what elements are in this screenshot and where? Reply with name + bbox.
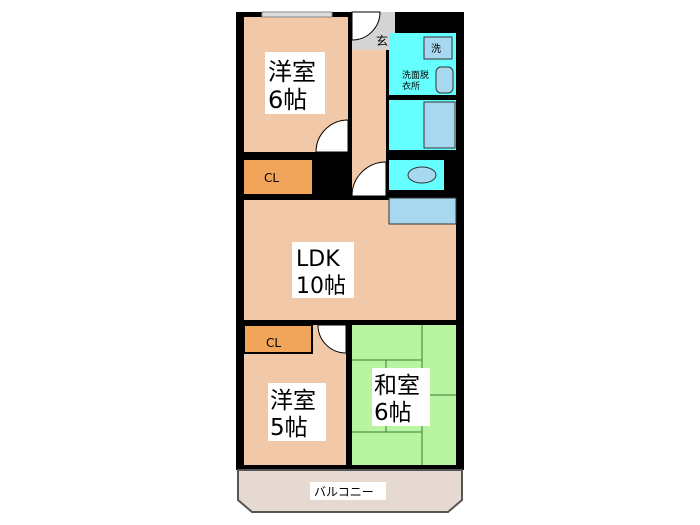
closet-2-label: CL bbox=[266, 336, 281, 350]
entrance-label: 玄 bbox=[376, 33, 388, 48]
western-room-2-size: 5帖 bbox=[270, 415, 308, 441]
counter-top bbox=[388, 197, 457, 225]
western-room-2-name: 洋室 bbox=[270, 388, 316, 414]
toilet-icon bbox=[407, 166, 437, 184]
bathtub-icon bbox=[423, 101, 456, 149]
closet-1-label: CL bbox=[264, 171, 279, 185]
door-swing bbox=[315, 119, 349, 153]
washer-space bbox=[423, 36, 453, 60]
label-bg bbox=[268, 383, 326, 441]
japanese-room-name: 和室 bbox=[374, 373, 420, 399]
label-bg bbox=[265, 52, 325, 114]
closet-2 bbox=[243, 324, 313, 354]
western-room-1-name: 洋室 bbox=[268, 58, 316, 86]
closet-1 bbox=[244, 160, 312, 194]
door-swing bbox=[317, 324, 347, 354]
washroom-label-1: 洗面脱 bbox=[402, 69, 429, 81]
label-bg bbox=[292, 242, 354, 298]
ldk-size: 10帖 bbox=[296, 274, 346, 299]
door-swing bbox=[351, 11, 381, 41]
japanese-room-size: 6帖 bbox=[374, 400, 412, 426]
washer-label: 洗 bbox=[431, 43, 441, 55]
western-room-1-size: 6帖 bbox=[268, 86, 307, 114]
sink bbox=[435, 66, 454, 94]
washroom-label-2: 衣所 bbox=[402, 80, 420, 92]
label-bg bbox=[372, 368, 430, 426]
label-bg bbox=[310, 482, 386, 500]
balcony-label: バルコニー bbox=[314, 485, 374, 499]
door-swing bbox=[351, 161, 387, 197]
window bbox=[261, 11, 333, 18]
ldk-name: LDK bbox=[296, 247, 340, 272]
